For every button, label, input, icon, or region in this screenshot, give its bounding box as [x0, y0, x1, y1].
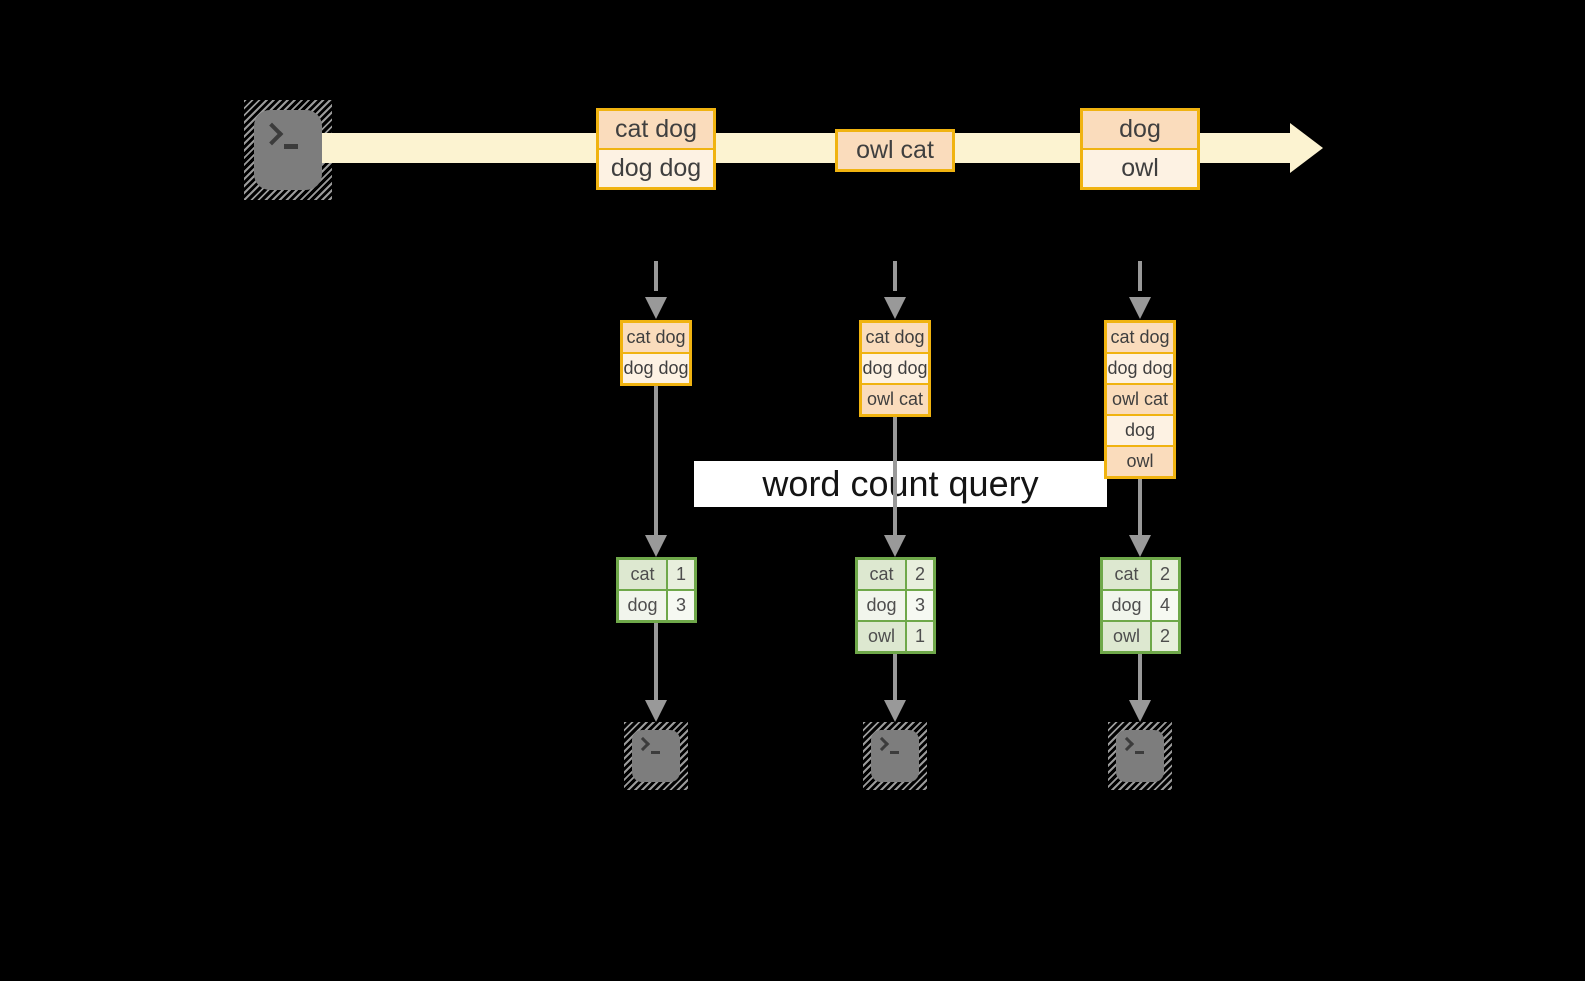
stream-event-line: dog — [1083, 111, 1197, 148]
event-buffer-stack: cat dog dog dog owl cat — [859, 320, 931, 417]
terminal-prompt-icon — [260, 122, 284, 146]
word-count-table: cat 2 dog 3 owl 1 — [855, 557, 936, 654]
word-cell: cat — [619, 560, 666, 589]
stream-event-line: owl — [1083, 148, 1197, 187]
word-cell: owl — [1103, 622, 1150, 651]
buffer-item: cat dog — [1107, 323, 1173, 352]
buffer-item: cat dog — [623, 323, 689, 352]
count-cell: 1 — [907, 622, 933, 651]
terminal-cursor-icon — [284, 144, 298, 149]
consumer-terminal-icon — [1108, 722, 1172, 790]
down-arrow-icon — [645, 535, 667, 557]
down-arrow-icon — [1129, 535, 1151, 557]
connector-line — [1138, 478, 1142, 535]
buffer-item: dog dog — [623, 352, 689, 383]
stream-event-line: dog dog — [599, 148, 713, 187]
connector-line — [654, 623, 658, 700]
stream-event-box: dog owl — [1080, 108, 1200, 190]
buffer-item: owl cat — [862, 383, 928, 414]
count-cell: 3 — [668, 591, 694, 620]
word-cell: owl — [858, 622, 905, 651]
stream-event-line: cat dog — [599, 111, 713, 148]
down-arrow-icon — [645, 297, 667, 319]
connector-line — [893, 654, 897, 700]
word-cell: dog — [858, 591, 905, 620]
down-arrow-icon — [884, 535, 906, 557]
consumer-terminal-icon — [863, 722, 927, 790]
stream-arrowhead-icon — [1290, 123, 1323, 173]
word-count-table: cat 2 dog 4 owl 2 — [1100, 557, 1181, 654]
buffer-item: dog dog — [862, 352, 928, 383]
event-buffer-stack: cat dog dog dog — [620, 320, 692, 386]
query-label: word count query — [694, 461, 1107, 507]
terminal-screen — [1116, 730, 1164, 782]
connector-line — [893, 416, 897, 535]
terminal-prompt-icon — [1119, 736, 1135, 752]
terminal-cursor-icon — [651, 751, 660, 754]
down-arrow-icon — [645, 700, 667, 722]
buffer-item: dog dog — [1107, 352, 1173, 383]
terminal-screen — [871, 730, 919, 782]
down-arrow-icon — [1129, 297, 1151, 319]
terminal-cursor-icon — [1135, 751, 1144, 754]
word-cell: dog — [1103, 591, 1150, 620]
terminal-screen — [254, 110, 322, 190]
source-terminal-icon — [244, 100, 332, 200]
down-arrow-icon — [884, 700, 906, 722]
count-cell: 2 — [1152, 622, 1178, 651]
count-cell: 2 — [907, 560, 933, 589]
count-cell: 4 — [1152, 591, 1178, 620]
terminal-prompt-icon — [874, 736, 890, 752]
ingest-arrow-dash — [1138, 261, 1142, 291]
buffer-item: owl — [1107, 445, 1173, 476]
consumer-terminal-icon — [624, 722, 688, 790]
word-cell: dog — [619, 591, 666, 620]
event-buffer-stack: cat dog dog dog owl cat dog owl — [1104, 320, 1176, 479]
down-arrow-icon — [884, 297, 906, 319]
buffer-item: owl cat — [1107, 383, 1173, 414]
stream-event-box: cat dog dog dog — [596, 108, 716, 190]
ingest-arrow-dash — [893, 261, 897, 291]
buffer-item: cat dog — [862, 323, 928, 352]
word-count-table: cat 1 dog 3 — [616, 557, 697, 623]
terminal-cursor-icon — [890, 751, 899, 754]
connector-line — [1138, 654, 1142, 700]
count-cell: 2 — [1152, 560, 1178, 589]
down-arrow-icon — [1129, 700, 1151, 722]
connector-line — [654, 385, 658, 535]
count-cell: 1 — [668, 560, 694, 589]
stream-event-box: owl cat — [835, 129, 955, 172]
ingest-arrow-dash — [654, 261, 658, 291]
word-cell: cat — [1103, 560, 1150, 589]
count-cell: 3 — [907, 591, 933, 620]
stream-event-line: owl cat — [838, 132, 952, 169]
word-cell: cat — [858, 560, 905, 589]
terminal-screen — [632, 730, 680, 782]
terminal-prompt-icon — [635, 736, 651, 752]
buffer-item: dog — [1107, 414, 1173, 445]
